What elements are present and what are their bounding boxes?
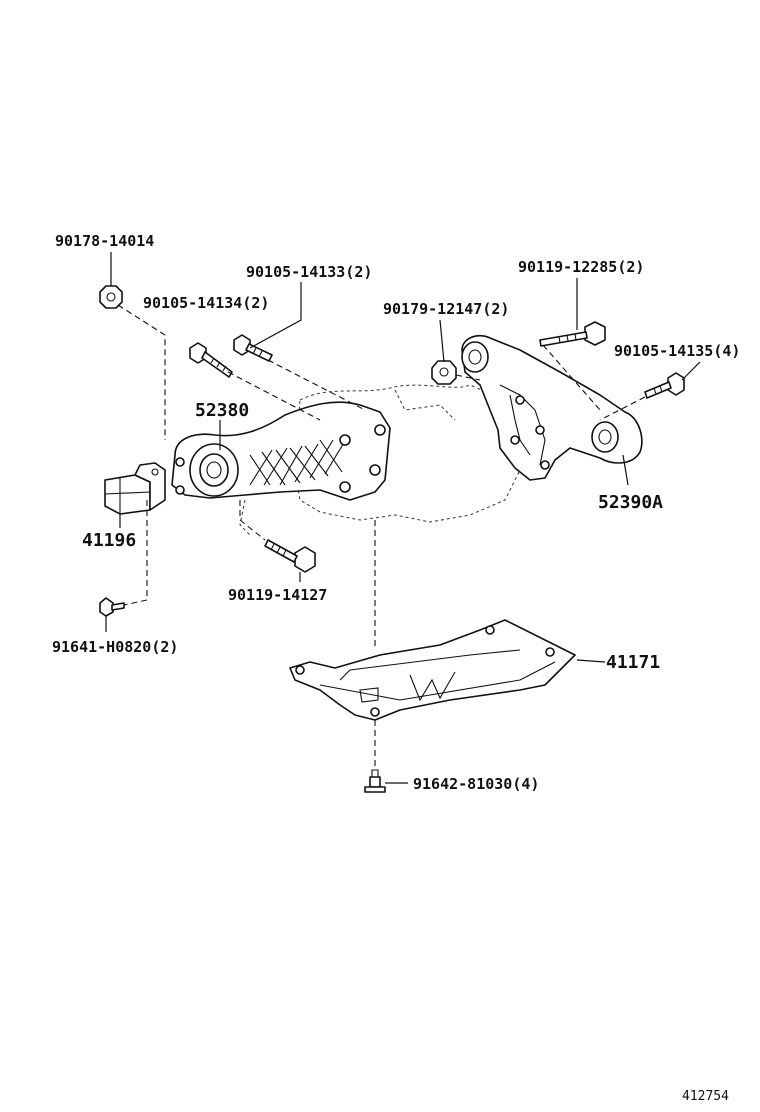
engine-outline-ghost — [239, 384, 521, 536]
label-90105-14134: 90105-14134(2) — [143, 294, 269, 312]
bolt-91641-H0820 — [99, 597, 125, 617]
bolt-90119-12285 — [539, 321, 606, 347]
label-52380: 52380 — [195, 400, 249, 421]
bracket-52390A — [461, 334, 643, 481]
bolt-90105-14134 — [189, 342, 233, 378]
bracket-52380 — [171, 401, 391, 501]
nut-90178-14014 — [99, 285, 123, 309]
label-90105-14135: 90105-14135(4) — [614, 342, 740, 360]
label-91642-81030: 91642-81030(4) — [413, 775, 539, 793]
bolt-90119-14127 — [264, 539, 316, 573]
figure-id: 412754 — [682, 1089, 729, 1104]
bolt-90105-14133 — [233, 334, 273, 362]
label-52390A: 52390A — [598, 492, 663, 513]
bolt-90105-14135 — [644, 372, 685, 399]
label-90119-14127: 90119-14127 — [228, 586, 327, 604]
leader-lines — [105, 252, 701, 784]
under-cover-41171 — [289, 619, 576, 721]
label-91641-H0820: 91641-H0820(2) — [52, 638, 178, 656]
label-41171: 41171 — [606, 652, 660, 673]
label-90179-12147: 90179-12147(2) — [383, 300, 509, 318]
label-90105-14133: 90105-14133(2) — [246, 263, 372, 281]
insulator-41196 — [104, 462, 166, 515]
bolt-91642-81030 — [364, 769, 386, 793]
label-90119-12285: 90119-12285(2) — [518, 258, 644, 276]
label-41196: 41196 — [82, 530, 136, 551]
nut-90179-12147 — [431, 360, 457, 385]
dashed-lines — [117, 304, 646, 770]
label-90178-14014: 90178-14014 — [55, 232, 154, 250]
